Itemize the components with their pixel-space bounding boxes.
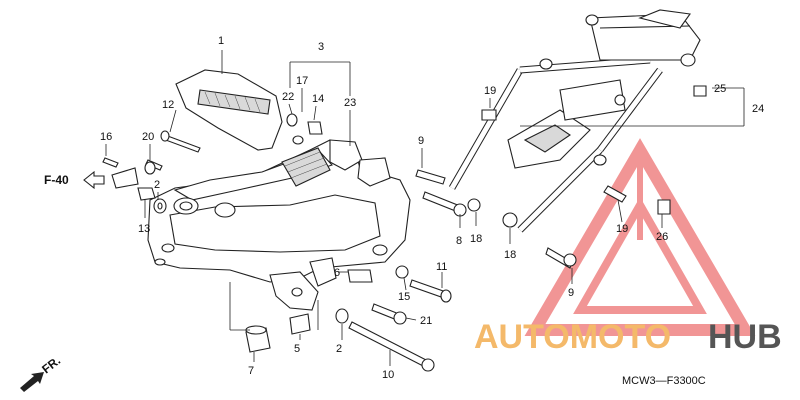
- watermark-logo: [524, 138, 756, 336]
- main-frame: [147, 139, 411, 311]
- part-label: 11: [436, 261, 447, 273]
- part-label: 8: [456, 235, 462, 247]
- part-label: 5: [294, 343, 300, 355]
- leader-lines: [105, 50, 745, 366]
- part-label: 19: [484, 85, 496, 97]
- part-label: 25: [714, 83, 726, 95]
- part-label: 12: [162, 99, 174, 111]
- watermark-brand-b: HUB: [708, 318, 782, 356]
- part-label: 2: [154, 179, 160, 191]
- part-label: 6: [334, 267, 340, 279]
- part-label: 2: [336, 343, 342, 355]
- callout-f40: F-40: [44, 173, 69, 187]
- hardware: [20, 85, 707, 392]
- part-label: 20: [142, 131, 154, 143]
- part-label: 14: [312, 93, 324, 105]
- seat-cover-pad: [175, 69, 283, 151]
- part-label: 22: [282, 91, 294, 103]
- part-label: 3: [318, 41, 324, 53]
- part-label: 9: [418, 135, 424, 147]
- part-label: 18: [470, 233, 482, 245]
- part-label: 15: [398, 291, 410, 303]
- watermark-text: AUTOMOTO HUB: [474, 318, 782, 356]
- part-label: 16: [100, 131, 112, 143]
- diagram-code: MCW3—F3300C: [622, 375, 706, 387]
- sub-frame: [448, 9, 701, 233]
- part-label: 24: [752, 103, 764, 115]
- part-label: 19: [616, 223, 628, 235]
- part-label: 10: [382, 369, 394, 381]
- part-label: 21: [420, 315, 432, 327]
- watermark-brand-a: AUTOMOTO: [474, 318, 671, 356]
- part-label: 13: [138, 223, 150, 235]
- part-label: 18: [504, 249, 516, 261]
- part-label: 9: [568, 287, 574, 299]
- part-label: 23: [344, 97, 356, 109]
- part-label: 1: [218, 35, 224, 47]
- part-label: 26: [656, 231, 668, 243]
- part-label: 7: [248, 365, 254, 377]
- part-label: 17: [296, 75, 308, 87]
